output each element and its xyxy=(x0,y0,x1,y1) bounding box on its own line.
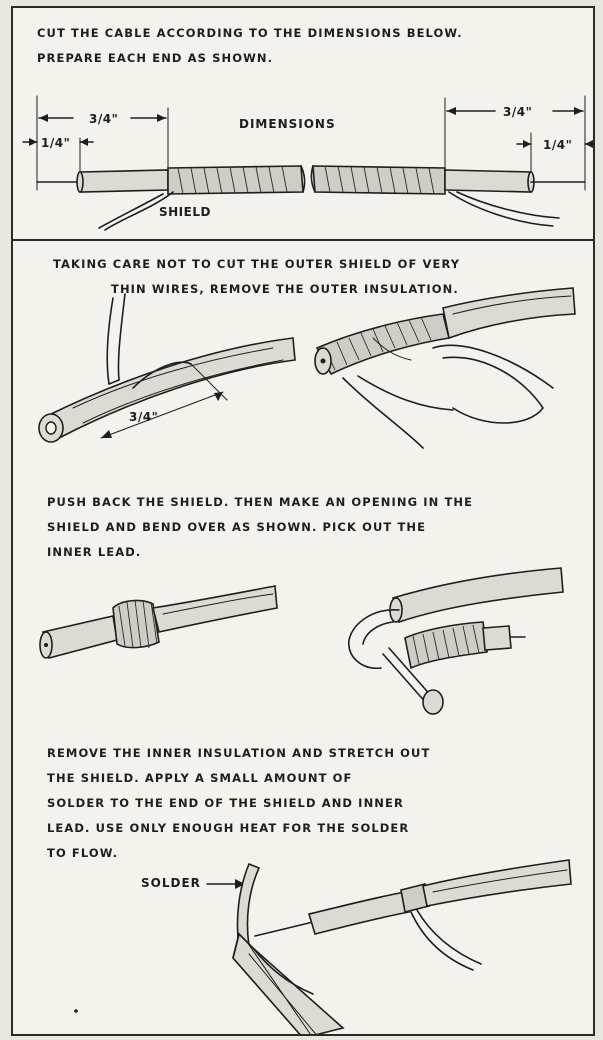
instruction-sheet: CUT THE CABLE ACCORDING TO THE DIMENSION… xyxy=(11,6,595,1036)
apply-solder-diagram xyxy=(13,8,595,1036)
